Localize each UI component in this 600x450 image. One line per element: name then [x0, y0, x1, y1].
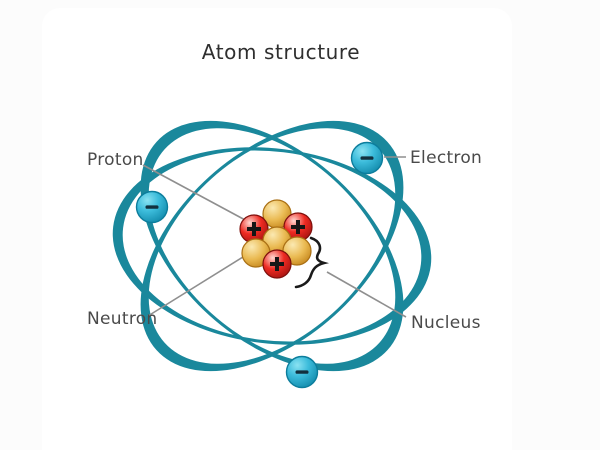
proton-label: Proton [87, 150, 144, 170]
neutron-label: Neutron [87, 309, 158, 329]
minus-icon [360, 156, 374, 160]
plus-icon [291, 220, 305, 234]
orbit-diagonal-up [140, 120, 404, 372]
proton-pointer-line [142, 164, 248, 222]
page-title: Atom structure [201, 40, 361, 64]
minus-icon [295, 370, 309, 374]
nucleus-cluster [239, 199, 313, 279]
plus-icon [270, 257, 284, 271]
electron-label: Electron [410, 148, 483, 168]
nucleus-label: Nucleus [411, 313, 481, 333]
nucleus-brace [294, 236, 330, 289]
electron-bottom [285, 355, 319, 389]
electron-left [135, 190, 169, 224]
orbit-diagonal-down [140, 120, 404, 372]
nucleus-pointer-line [326, 271, 407, 318]
plus-icon [247, 222, 261, 236]
electron-top-right [350, 141, 384, 175]
minus-icon [145, 205, 159, 209]
neutron-pointer-line [147, 251, 252, 317]
